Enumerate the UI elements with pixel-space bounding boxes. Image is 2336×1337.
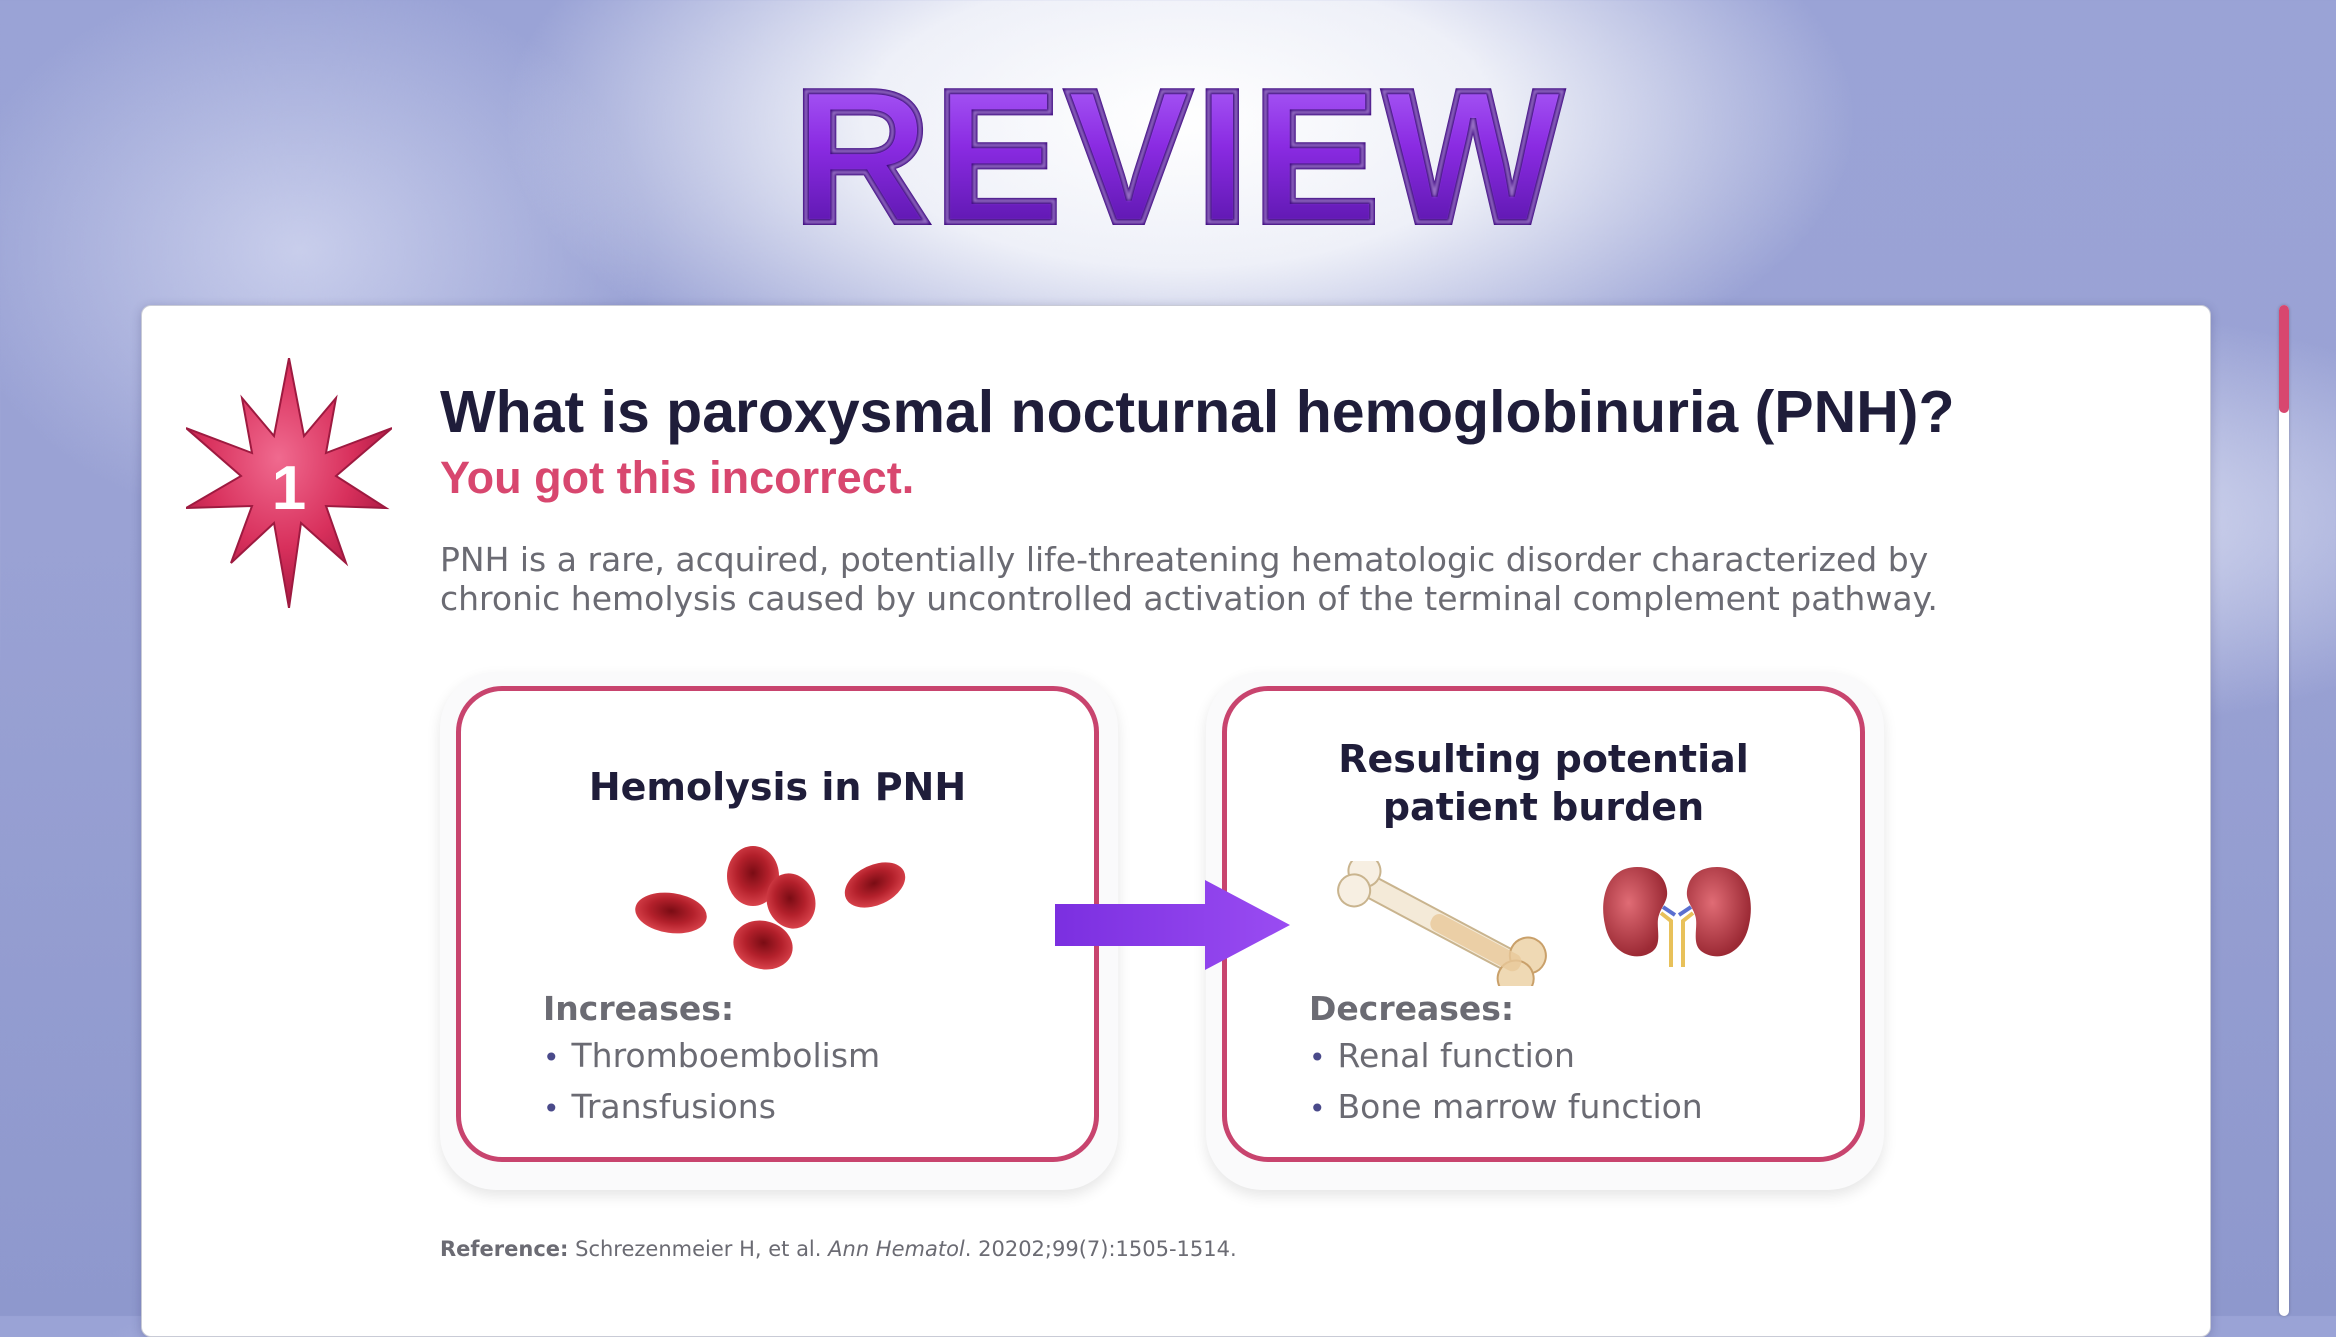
- reference-citation: Reference: Schrezenmeier H, et al. Ann H…: [440, 1237, 1237, 1261]
- scrollbar[interactable]: [2279, 305, 2289, 1316]
- red-blood-cells-icon: [635, 846, 906, 970]
- hemolysis-panel-title: Hemolysis in PNH: [588, 765, 967, 809]
- list-item: Transfusions: [543, 1082, 880, 1133]
- decreases-heading: Decreases:: [1309, 989, 1515, 1028]
- hemolysis-panel-border: Hemolysis in PNH Increases: Thromboembol…: [456, 686, 1099, 1162]
- question-number: 1: [271, 454, 307, 523]
- patient-burden-panel-title: Resulting potential patient burden: [1227, 735, 1860, 831]
- panel-title-line: patient burden: [1382, 785, 1705, 829]
- list-item: Thromboembolism: [543, 1031, 881, 1082]
- review-balloon-logo: REVIEW REVIEW: [790, 48, 1567, 266]
- svg-text:REVIEW: REVIEW: [793, 52, 1567, 252]
- question-title: What is paroxysmal nocturnal hemoglobinu…: [440, 379, 1955, 445]
- list-item: Bone marrow function: [1309, 1082, 1703, 1133]
- result-status: You got this incorrect.: [440, 452, 915, 503]
- decreases-list: Renal function Bone marrow function: [1309, 1031, 1703, 1133]
- arrow-right-icon: [1055, 880, 1290, 970]
- panel-title-line: Resulting potential: [1338, 737, 1749, 781]
- list-item: Renal function: [1309, 1031, 1703, 1082]
- hemolysis-panel: Hemolysis in PNH Increases: Thromboembol…: [440, 672, 1118, 1190]
- reference-journal: Ann Hematol: [828, 1237, 965, 1261]
- increases-heading: Increases:: [543, 989, 735, 1028]
- reference-label: Reference:: [440, 1237, 569, 1261]
- question-number-badge: 1: [185, 357, 393, 609]
- review-title-text: REVIEW: [793, 52, 1567, 252]
- increases-list: Thromboembolism Transfusions: [543, 1031, 881, 1133]
- reference-details: . 20202;99(7):1505-1514.: [964, 1237, 1237, 1261]
- patient-burden-panel: Resulting potential patient burden: [1206, 672, 1884, 1190]
- kidneys-icon: [1603, 867, 1751, 967]
- scrollbar-thumb[interactable]: [2279, 305, 2289, 413]
- patient-burden-panel-border: Resulting potential patient burden: [1222, 686, 1865, 1162]
- reference-authors: Schrezenmeier H, et al.: [575, 1237, 822, 1261]
- bone-icon: [1337, 861, 1547, 986]
- review-heading: REVIEW REVIEW: [780, 48, 1580, 266]
- answer-explanation: PNH is a rare, acquired, potentially lif…: [440, 540, 1938, 618]
